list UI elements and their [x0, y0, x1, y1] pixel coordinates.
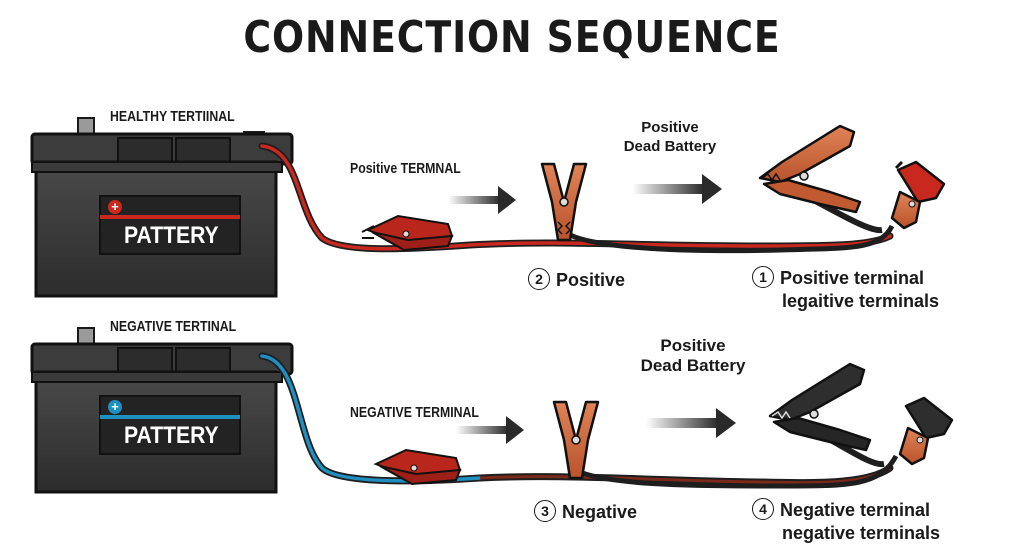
diagram-title: CONNECTION SEQUENCE [243, 12, 781, 63]
bottom-right-clamp [768, 362, 872, 452]
bottom-label-right-line2: Dead Battery [640, 356, 746, 375]
bottom-battery-label-panel [99, 395, 241, 455]
bottom-step-right: 4 Negative terminal negative terminals [752, 498, 940, 545]
top-battery-red-stripe [100, 215, 240, 219]
top-right-clamp [758, 124, 862, 214]
top-step-right-line1: Positive terminal [780, 268, 925, 288]
bottom-step-right-number: 4 [752, 498, 774, 520]
top-step-mid-number: 2 [528, 268, 550, 290]
top-polarity-plus-icon: + [108, 200, 122, 214]
top-label-right-line2: Dead Battery [623, 138, 717, 155]
bottom-label-right: Positive Dead Battery [628, 336, 758, 376]
bottom-step-right-line2: negative terminals [782, 523, 941, 543]
top-battery [30, 117, 294, 298]
bottom-step-mid-number: 3 [534, 500, 556, 522]
top-step-mid-text: Positive [556, 270, 626, 290]
bottom-far-right-clamp [898, 396, 954, 466]
bottom-step-right-line1: Negative terminal [780, 500, 931, 520]
top-step-right-number: 1 [752, 266, 774, 288]
top-arrow-left [448, 186, 516, 214]
bottom-mid-clamp [552, 400, 600, 480]
top-step-right-line2: legaitive terminals [782, 291, 940, 311]
top-cable [258, 142, 895, 254]
bottom-step-mid: 3 Negative [534, 500, 637, 523]
top-battery-name: PATTERY [124, 222, 219, 249]
bottom-battery-name: PATTERY [124, 422, 219, 449]
top-label-right-line1: Positive [641, 119, 699, 136]
bottom-arrow-left [456, 416, 524, 444]
bottom-battery [30, 327, 294, 494]
bottom-step-mid-text: Negative [562, 502, 638, 522]
top-step-right: 1 Positive terminal legaitive terminals [752, 266, 939, 313]
bottom-polarity-plus-icon: + [108, 400, 122, 414]
top-arrow-right [632, 174, 722, 204]
top-left-clamp [361, 214, 454, 252]
bottom-battery-header: NEGATIVE TERTINAL [110, 318, 237, 335]
bottom-label-left: NEGATIVE TERMINAL [350, 404, 479, 421]
bottom-battery-blue-stripe [100, 415, 240, 419]
bottom-arrow-right [646, 408, 736, 438]
bottom-label-right-line1: Positive [660, 336, 726, 355]
top-battery-label-panel [99, 195, 241, 255]
top-step-mid: 2 Positive [528, 268, 625, 291]
top-battery-header: HEALTHY TERTIINAL [110, 108, 235, 125]
top-far-right-clamp [890, 160, 946, 230]
bottom-left-clamp [373, 448, 462, 486]
top-mid-clamp [540, 162, 588, 242]
top-label-left: Positive TERMNAL [350, 160, 461, 177]
top-label-right: Positive Dead Battery [610, 118, 730, 156]
